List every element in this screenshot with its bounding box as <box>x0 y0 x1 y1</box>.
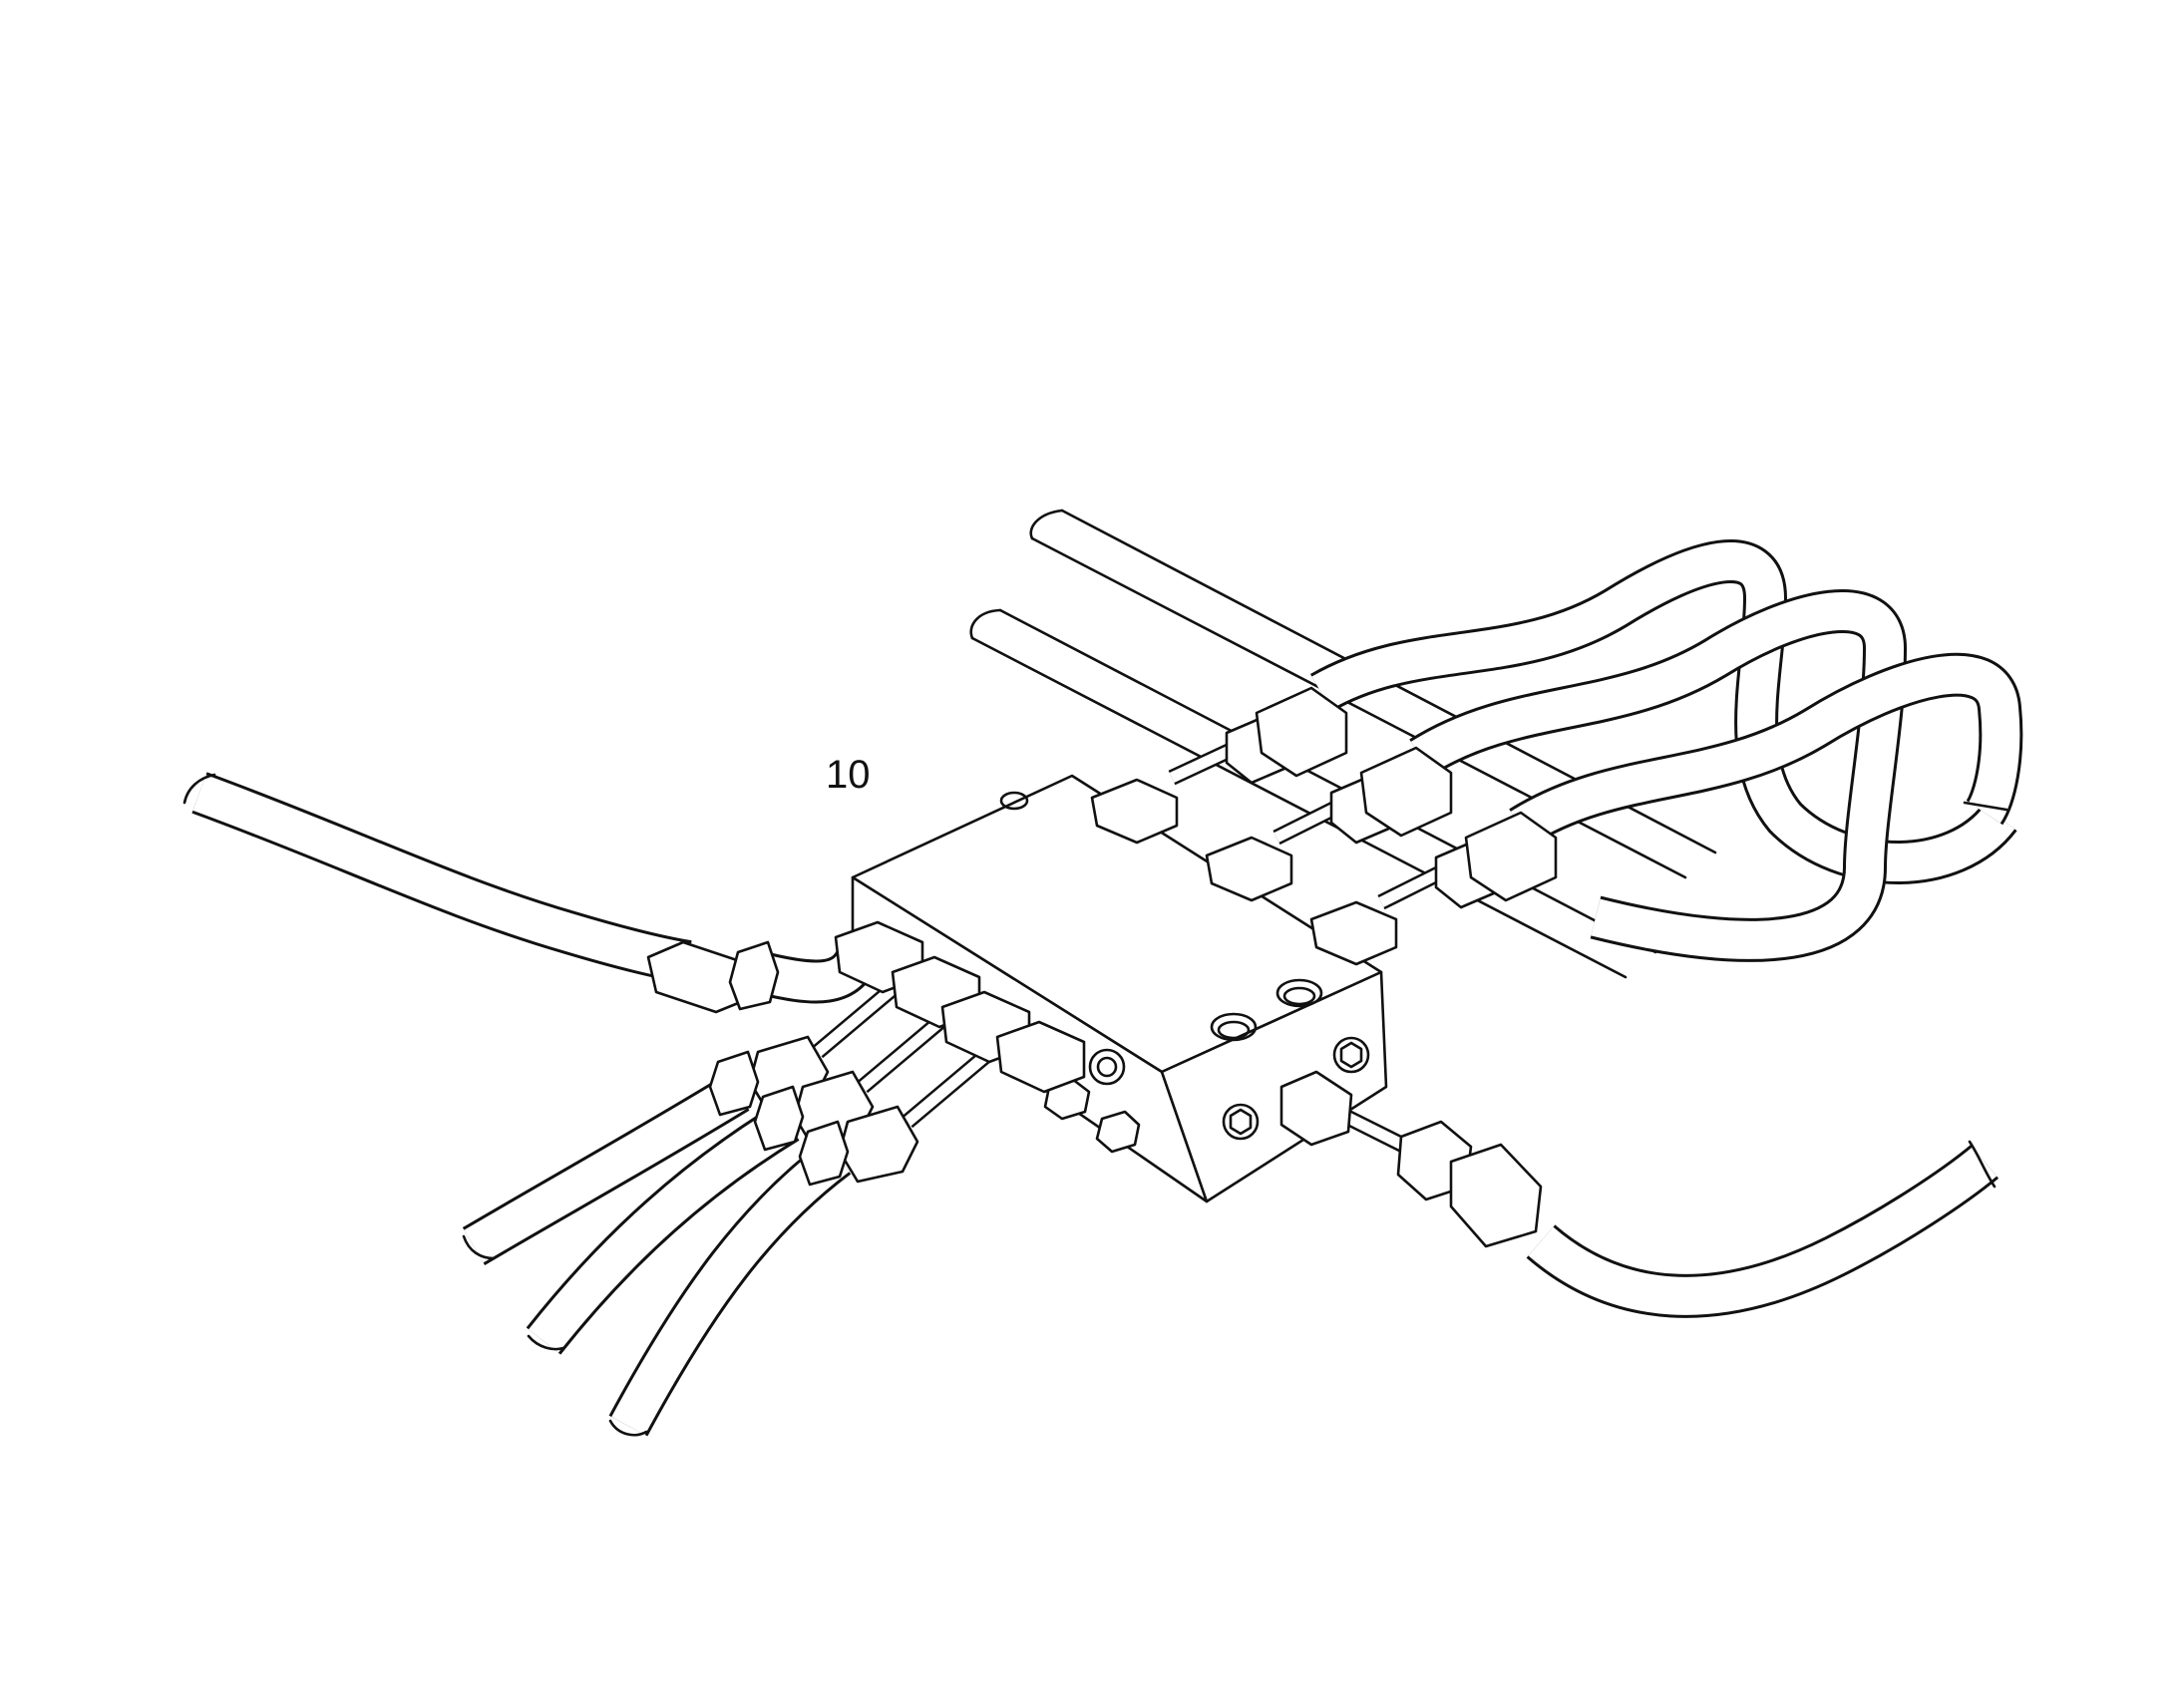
upper-right-hoses <box>1309 539 2023 962</box>
callout-label-10: 10 <box>826 753 871 797</box>
front-plug-2 <box>1095 1110 1141 1154</box>
front-fittings <box>646 920 1086 1187</box>
steel-tubes <box>812 742 1445 1155</box>
right-fittings <box>1279 1070 1543 1248</box>
rear-fittings <box>1090 686 1558 966</box>
top-hole-3 <box>1210 1012 1258 1042</box>
lower-left-hoses <box>462 1073 852 1437</box>
lower-right-hose <box>1526 1140 1999 1318</box>
top-hole-2 <box>1275 978 1323 1008</box>
top-hole-1 <box>999 791 1029 811</box>
front-socket <box>1088 1048 1126 1086</box>
side-socket-1 <box>1222 1103 1260 1141</box>
side-socket-2 <box>1332 1036 1370 1074</box>
